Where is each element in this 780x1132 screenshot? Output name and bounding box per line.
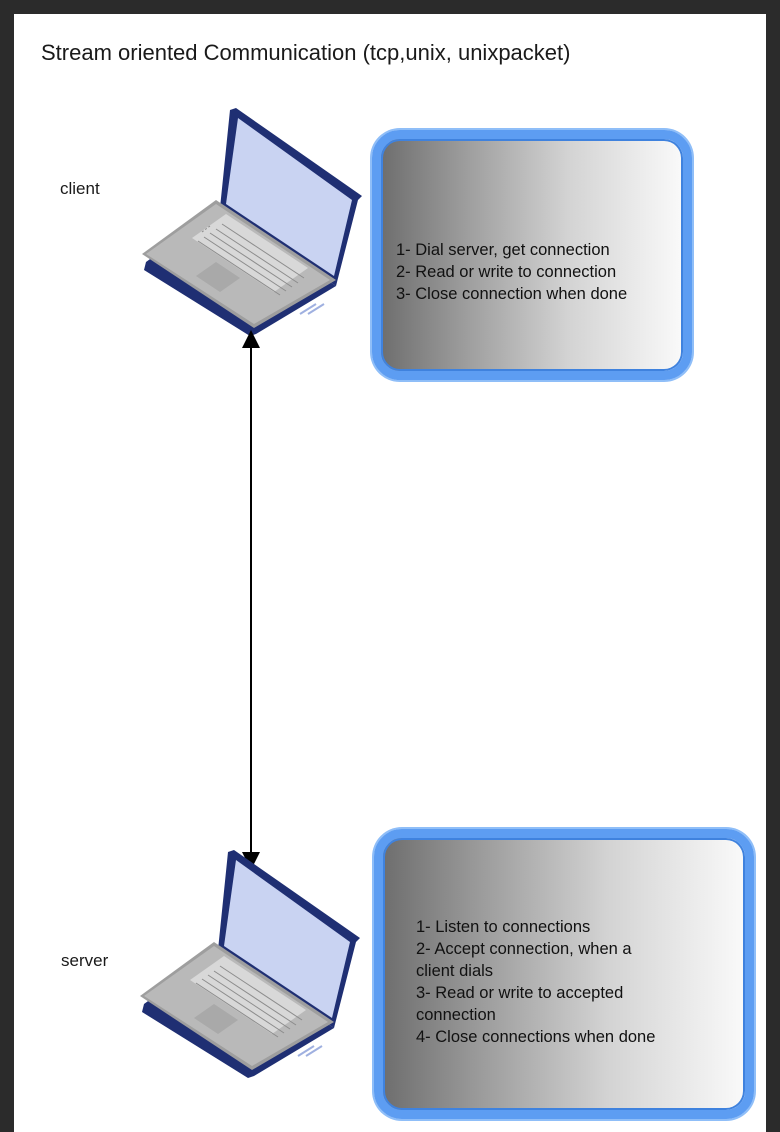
server-steps-card: 1- Listen to connections 2- Accept conne… — [374, 829, 754, 1119]
server-step: 1- Listen to connections — [416, 918, 591, 936]
client-label: client — [60, 179, 100, 198]
server-step: 3- Read or write to accepted — [416, 984, 624, 1002]
client-step: 3- Close connection when done — [396, 285, 628, 303]
diagram-canvas: Stream oriented Communication (tcp,unix,… — [14, 14, 766, 1132]
client-laptop-icon — [142, 108, 362, 336]
server-step: 4- Close connections when done — [416, 1028, 656, 1046]
server-step: client dials — [416, 962, 494, 980]
server-step: 2- Accept connection, when a — [416, 940, 632, 958]
page-title: Stream oriented Communication (tcp,unix,… — [41, 40, 571, 65]
server-steps-list: 1- Listen to connections 2- Accept conne… — [416, 916, 655, 1048]
client-steps-list: 1- Dial server, get connection 2- Read o… — [396, 239, 627, 305]
server-label: server — [61, 951, 109, 970]
server-laptop-icon — [140, 850, 360, 1078]
bidirectional-arrow — [242, 330, 260, 870]
client-step: 1- Dial server, get connection — [396, 241, 610, 259]
server-step: connection — [416, 1006, 496, 1024]
client-steps-card: 1- Dial server, get connection 2- Read o… — [372, 130, 692, 380]
client-step: 2- Read or write to connection — [396, 263, 617, 281]
